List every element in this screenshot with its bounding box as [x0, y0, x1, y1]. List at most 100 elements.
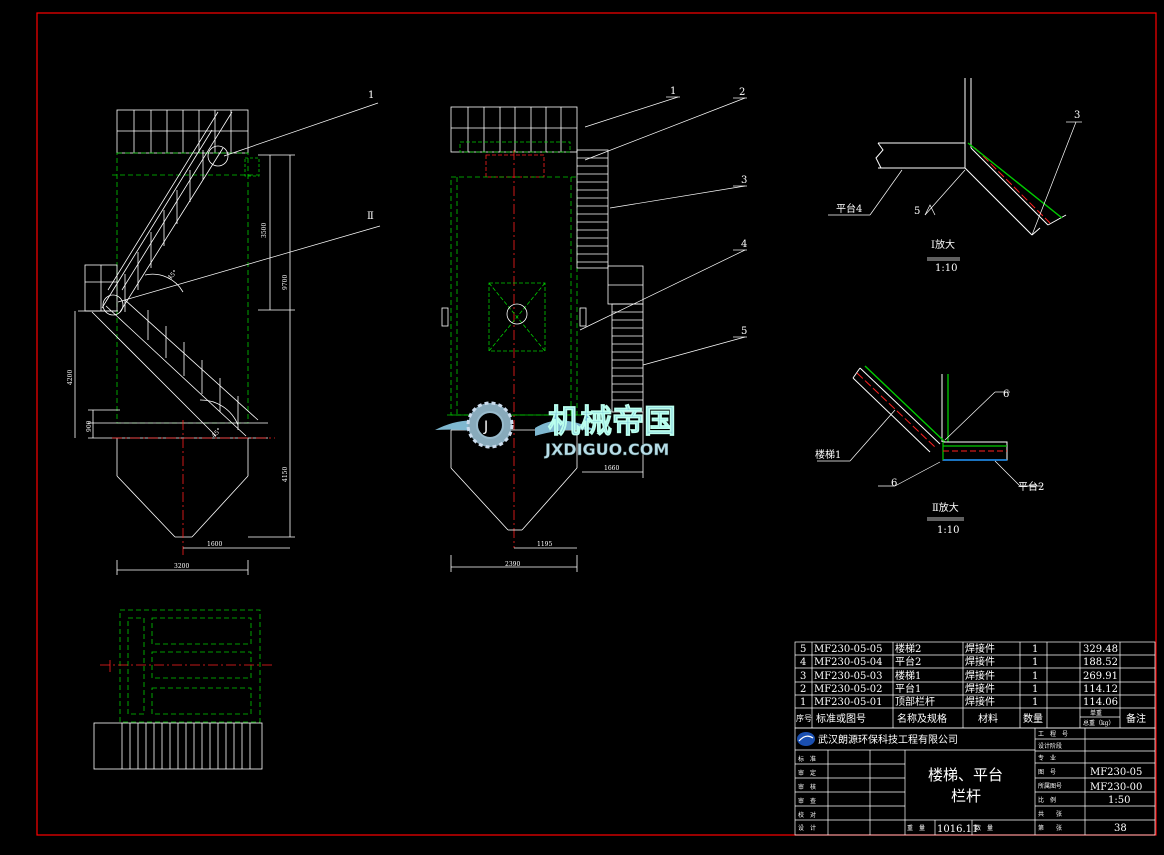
svg-text:焊接件: 焊接件 — [965, 682, 995, 695]
svg-text:329.48: 329.48 — [1083, 644, 1118, 655]
title-right-labels: 工 程 号 设计阶段 专 业 图 号 所属图号 比 例 共 张 第 张 — [1038, 730, 1068, 832]
weight-label: 重 量 — [907, 824, 925, 832]
svg-text:共 张: 共 张 — [1038, 810, 1062, 818]
leader-line-1 — [223, 102, 379, 157]
drawing-scale: 1:50 — [1108, 795, 1130, 806]
mid-callout-3: 3 — [741, 175, 747, 186]
detail2-title: Ⅱ放大 — [932, 501, 959, 514]
detail2-scale: 1:10 — [937, 525, 959, 536]
svg-text:第 张: 第 张 — [1038, 824, 1062, 832]
svg-text:图 号: 图 号 — [1038, 769, 1056, 776]
svg-text:MF230-05-01: MF230-05-01 — [814, 697, 882, 708]
title-left-labels: 标 准 审 定 审 核 审 查 校 对 设 计 — [798, 755, 816, 832]
svg-text:1: 1 — [1032, 697, 1038, 708]
svg-text:审 定: 审 定 — [798, 769, 816, 777]
drawing-frame — [36, 12, 1157, 836]
mid-callout-5: 5 — [741, 326, 747, 337]
svg-text:焊接件: 焊接件 — [965, 669, 995, 682]
left-plan-view — [93, 609, 275, 770]
bom-row: 5 MF230-05-05 楼梯2 焊接件 1 329.48 — [800, 642, 1118, 655]
bom-header: 序号 标准或图号 名称及规格 材料 数量 单重 总重（kg） 备注 — [796, 709, 1146, 727]
svg-text:数量: 数量 — [1023, 712, 1043, 725]
detail1-callout: 3 — [1074, 110, 1080, 121]
detail1-platform-label: 平台4 — [836, 202, 862, 215]
detail2-stair-label: 楼梯1 — [815, 448, 841, 461]
dim-4150: 4150 — [282, 467, 289, 482]
svg-text:总重（kg）: 总重（kg） — [1083, 719, 1114, 727]
dim-900: 900 — [86, 420, 93, 432]
left-elevation-view — [74, 109, 295, 575]
svg-text:焊接件: 焊接件 — [965, 642, 995, 655]
dim-1600: 1600 — [207, 541, 222, 548]
detail1-title: Ⅰ放大 — [931, 238, 955, 251]
svg-text:4: 4 — [800, 657, 806, 668]
middle-elevation-view — [441, 106, 644, 572]
detail1-scale: 1:10 — [935, 263, 957, 274]
title-line-1: 楼梯、平台 — [928, 766, 1003, 784]
svg-text:名称及规格: 名称及规格 — [897, 712, 947, 725]
bom-row: 2 MF230-05-02 平台1 焊接件 1 114.12 — [800, 682, 1118, 695]
svg-text:专 业: 专 业 — [1038, 754, 1056, 762]
detail-1-view — [828, 78, 1082, 261]
svg-text:校 对: 校 对 — [798, 811, 816, 819]
detail-2-view — [817, 365, 1042, 521]
svg-text:1: 1 — [1032, 644, 1038, 655]
svg-text:1: 1 — [800, 697, 806, 708]
drawing-number: MF230-05 — [1090, 767, 1142, 778]
dim-angle-2: 45° — [210, 427, 222, 439]
svg-text:审 查: 审 查 — [798, 797, 816, 805]
svg-text:标准或图号: 标准或图号 — [816, 713, 866, 725]
detail2-callout-bottom: 6 — [891, 478, 897, 489]
svg-text:2: 2 — [800, 684, 806, 695]
mid-callout-4: 4 — [741, 239, 747, 250]
svg-text:MF230-05-04: MF230-05-04 — [814, 657, 882, 668]
leader-label-2: Ⅱ — [367, 211, 374, 222]
company-logo — [797, 732, 815, 746]
mid-callout-2: 2 — [739, 87, 745, 98]
svg-text:备注: 备注 — [1126, 712, 1146, 725]
dim-2390: 2390 — [505, 561, 520, 568]
dim-1660: 1660 — [604, 465, 619, 472]
parent-drawing-number: MF230-00 — [1090, 782, 1142, 793]
svg-text:设计阶段: 设计阶段 — [1038, 742, 1062, 750]
svg-text:标 准: 标 准 — [798, 755, 816, 763]
svg-text:顶部栏杆: 顶部栏杆 — [895, 695, 935, 708]
svg-text:MF230-05-02: MF230-05-02 — [814, 684, 882, 695]
svg-text:1: 1 — [1032, 671, 1038, 682]
svg-text:所属图号: 所属图号 — [1038, 782, 1062, 790]
svg-text:焊接件: 焊接件 — [965, 695, 995, 708]
dim-3500: 3500 — [261, 223, 268, 238]
watermark-url: JXDIGUO.COM — [544, 440, 669, 459]
bom-row: 4 MF230-05-04 平台2 焊接件 1 188.52 — [800, 655, 1118, 668]
qty-label: 数 量 — [975, 824, 993, 832]
middle-callout-lines — [579, 96, 747, 366]
dim-4200: 4200 — [67, 370, 74, 385]
dim-angle-1: 45° — [166, 269, 178, 281]
bom-rows: 5 MF230-05-05 楼梯2 焊接件 1 329.48 4 MF230-0… — [796, 642, 1146, 727]
bom-table-grid — [794, 641, 1156, 729]
svg-text:焊接件: 焊接件 — [965, 655, 995, 668]
svg-text:楼梯2: 楼梯2 — [895, 642, 921, 655]
bom-row: 1 MF230-05-01 顶部栏杆 焊接件 1 114.06 — [800, 695, 1118, 708]
mid-callout-1: 1 — [670, 86, 676, 97]
svg-text:3: 3 — [800, 671, 806, 682]
dim-3200: 3200 — [174, 563, 189, 570]
watermark-logo: J — [435, 401, 595, 449]
sheet-number: 38 — [1114, 823, 1127, 834]
weight-value: 1016.11 — [937, 824, 978, 835]
dim-9700: 9700 — [282, 275, 289, 290]
svg-text:188.52: 188.52 — [1083, 657, 1118, 668]
svg-text:MF230-05-05: MF230-05-05 — [814, 644, 882, 655]
leader-line-2 — [117, 225, 381, 303]
svg-text:单重: 单重 — [1090, 709, 1102, 717]
leader-label-1: 1 — [368, 90, 374, 101]
svg-text:平台1: 平台1 — [895, 682, 921, 695]
svg-text:5: 5 — [800, 644, 806, 655]
svg-text:114.06: 114.06 — [1083, 697, 1118, 708]
detail1-weld-label: 5 — [914, 206, 920, 217]
svg-text:材料: 材料 — [978, 712, 998, 725]
svg-text:设 计: 设 计 — [798, 824, 816, 832]
svg-text:平台2: 平台2 — [895, 655, 921, 668]
title-block-grid — [794, 727, 1156, 836]
